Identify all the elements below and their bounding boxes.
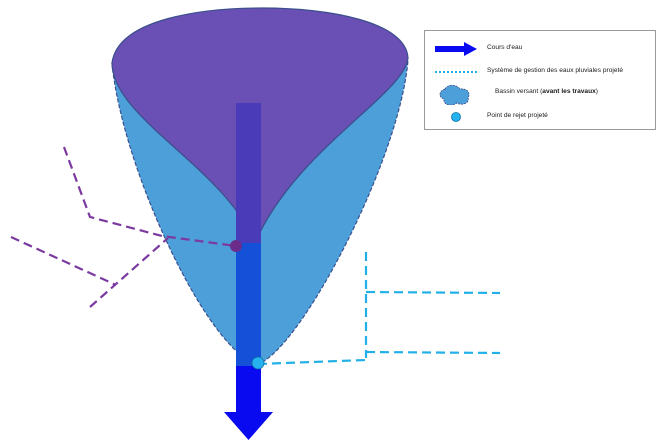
discharge-point — [251, 356, 265, 370]
circle-icon — [451, 112, 461, 122]
legend-label-watershed: Bassin versant (avant les travaux) — [495, 88, 598, 95]
stream-lower-segment — [236, 243, 261, 368]
legend-item-watershed: Bassin versant (avant les travaux) — [425, 83, 657, 105]
blue-arrow-icon — [435, 42, 477, 56]
blob-icon — [439, 84, 470, 105]
upper-outlet-point — [230, 240, 242, 252]
stream-arrowhead — [224, 412, 273, 440]
existing-drainage-lines — [10, 146, 237, 308]
legend-label-watershed-bold: avant les travaux — [542, 88, 596, 95]
legend-label-stream: Cours d'eau — [487, 44, 523, 51]
dotted-line-icon — [435, 71, 477, 73]
legend-item-discharge: Point de rejet projeté — [425, 107, 657, 127]
legend-label-discharge: Point de rejet projeté — [487, 112, 548, 119]
legend-item-stream: Cours d'eau — [425, 39, 657, 59]
stream-upper-segment — [236, 103, 261, 243]
legend-label-projected-system: Système de gestion des eaux pluviales pr… — [487, 67, 623, 74]
legend-item-projected-system: Système de gestion des eaux pluviales pr… — [425, 62, 657, 82]
projected-drainage-lines — [257, 252, 501, 366]
legend: Cours d'eau Système de gestion des eaux … — [424, 30, 656, 130]
stream-outlet-segment — [236, 366, 261, 414]
